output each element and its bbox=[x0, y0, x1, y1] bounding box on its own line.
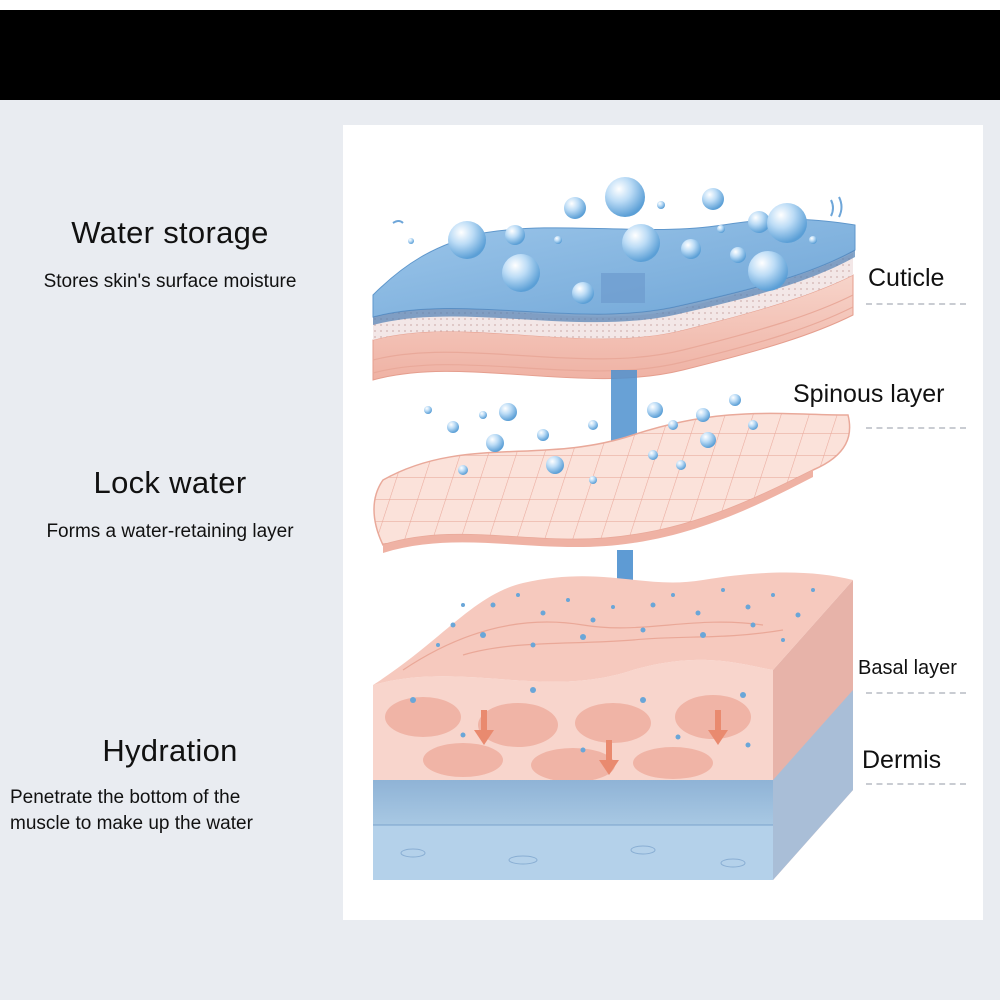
top-black-bar bbox=[0, 10, 1000, 100]
water-storage-block: Water storage Stores skin's surface mois… bbox=[0, 215, 340, 295]
water-bubbles-top bbox=[392, 177, 843, 304]
cuticle-layer-art bbox=[372, 218, 856, 381]
top-strip bbox=[0, 0, 1000, 10]
spinous-divider bbox=[866, 427, 966, 429]
water-storage-title: Water storage bbox=[71, 215, 269, 250]
lock-water-title: Lock water bbox=[93, 465, 247, 500]
water-bubbles-middle bbox=[424, 394, 758, 484]
cuticle-divider bbox=[866, 303, 966, 305]
dermis-label: Dermis bbox=[862, 746, 942, 774]
dermis-divider bbox=[866, 783, 966, 785]
hydration-block: Hydration Penetrate the bottom of the mu… bbox=[0, 733, 340, 837]
spinous-layer-label: Spinous layer bbox=[793, 380, 945, 408]
hydration-desc-line-1: Penetrate the bottom of the bbox=[10, 787, 241, 808]
lock-water-desc: Forms a water-retaining layer bbox=[46, 521, 294, 542]
cuticle-label: Cuticle bbox=[868, 264, 945, 292]
penetration-arrows bbox=[474, 710, 728, 775]
basal-divider bbox=[866, 692, 966, 694]
basal-layer-label: Basal layer bbox=[858, 657, 957, 679]
hydration-title: Hydration bbox=[102, 733, 238, 768]
hydration-desc-line-2: muscle to make up the water bbox=[10, 813, 253, 834]
spinous-layer-art bbox=[373, 412, 851, 553]
basal-dermis-block-art bbox=[373, 572, 853, 880]
skin-layers-diagram bbox=[372, 177, 856, 880]
water-storage-desc: Stores skin's surface moisture bbox=[43, 271, 297, 292]
lock-water-block: Lock water Forms a water-retaining layer bbox=[0, 465, 340, 545]
